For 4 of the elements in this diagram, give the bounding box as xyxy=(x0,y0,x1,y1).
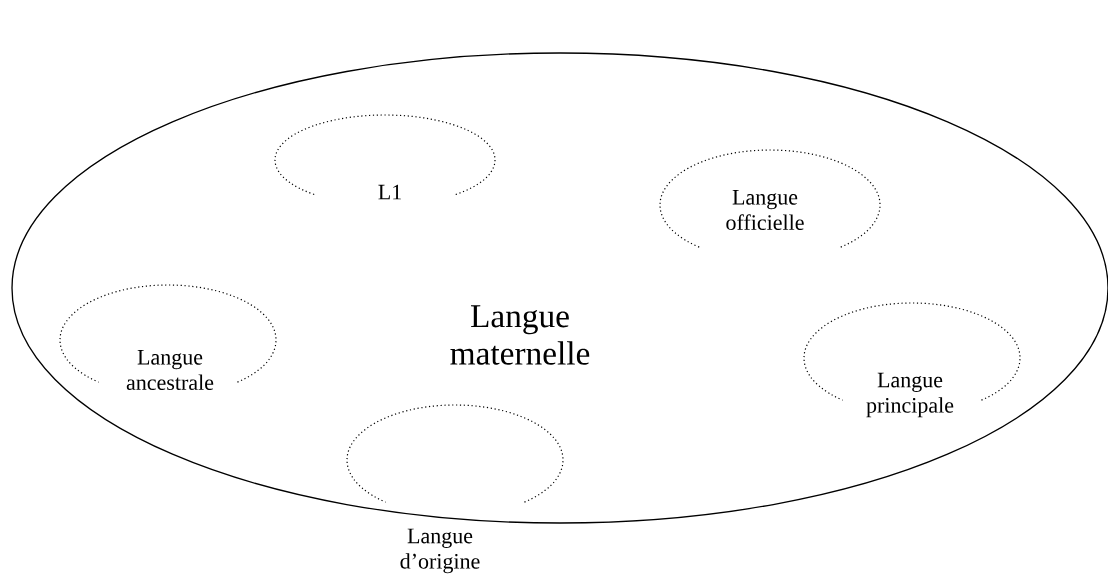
dotted-bubble: Langue officielle xyxy=(659,149,881,248)
dotted-bubble: L1 xyxy=(274,114,496,200)
dotted-bubble: Langue ancestrale xyxy=(59,284,277,390)
dotted-bubble: Langue principale xyxy=(803,302,1021,418)
